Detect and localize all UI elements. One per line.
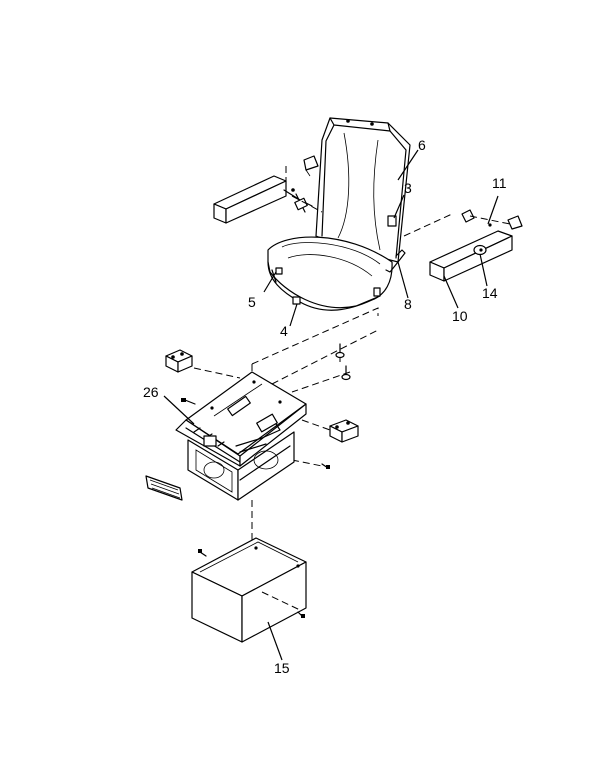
callout-10: 10 [452, 308, 468, 324]
callout-14: 14 [482, 285, 498, 301]
seat-cushion [267, 236, 393, 311]
callout-8: 8 [404, 296, 412, 312]
callout-3: 3 [404, 180, 412, 196]
leader-8 [397, 261, 409, 299]
callout-26: 26 [143, 384, 159, 400]
callout-11: 11 [492, 175, 507, 191]
leader-26 [163, 395, 195, 425]
leader-15 [267, 621, 283, 661]
mounting-bolts [181, 343, 351, 469]
callout-4: 4 [280, 323, 288, 339]
leader-14 [479, 253, 488, 287]
callout-5: 5 [248, 294, 256, 310]
label-plate [145, 475, 183, 501]
right-armrest [429, 209, 523, 282]
leader-5 [263, 271, 277, 293]
seat-belt-strap [385, 249, 406, 273]
suspension-base [175, 371, 307, 501]
leader-6 [397, 149, 419, 181]
callout-6: 6 [418, 137, 426, 153]
left-mounting-bracket [165, 349, 193, 373]
leader-4 [289, 303, 298, 327]
callout-15: 15 [274, 660, 290, 676]
leader-11 [487, 195, 499, 225]
leader-3 [393, 194, 405, 219]
left-armrest [213, 155, 319, 224]
right-mounting-bracket [329, 419, 359, 443]
seat-to-base-dashed-lines [193, 307, 379, 467]
seat-back [315, 117, 411, 263]
storage-box [191, 537, 307, 643]
leader-lines [163, 149, 499, 661]
left-armrest-dashed-path [285, 166, 323, 213]
right-armrest-dashed-path [403, 213, 511, 237]
leader-10 [443, 275, 459, 309]
